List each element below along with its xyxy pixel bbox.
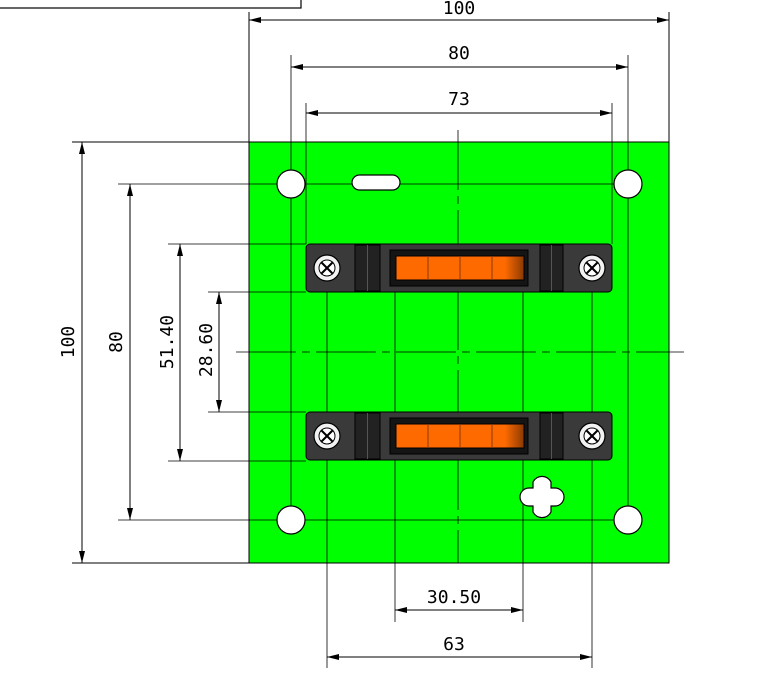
circle-hole-icon: [613, 169, 643, 199]
green-board: [248, 141, 670, 564]
oblong-slot-icon: [351, 174, 401, 191]
circle-hole-icon: [613, 505, 643, 535]
terminal-connector-bottom: [305, 411, 613, 461]
circle-hole-icon: [276, 169, 306, 199]
dimension-label-hole-spacing-y: 80: [106, 331, 127, 353]
circle-hole-icon: [276, 505, 306, 535]
dimension-label-connector-outer: 51.40: [157, 315, 178, 369]
title-block-fragment: [0, 0, 302, 9]
phillips-screw-icon: [313, 422, 341, 450]
mounting-holes: [276, 169, 643, 535]
terminal-connector-top: [305, 243, 613, 293]
dimension-label-screw-spacing: 63: [443, 634, 465, 655]
dimension-label-connector-inner: 28.60: [196, 323, 217, 377]
dimension-label-hole-spacing-x: 80: [448, 43, 470, 64]
dimension-label-connector-span: 73: [448, 89, 470, 110]
cross-keyhole-icon: [519, 475, 565, 519]
dimension-label-board-width: 100: [443, 0, 476, 19]
phillips-screw-icon: [313, 254, 341, 282]
dimension-label-orange-width: 30.50: [427, 587, 481, 608]
phillips-screw-icon: [578, 422, 606, 450]
dimension-label-board-height: 100: [58, 326, 79, 359]
phillips-screw-icon: [578, 254, 606, 282]
